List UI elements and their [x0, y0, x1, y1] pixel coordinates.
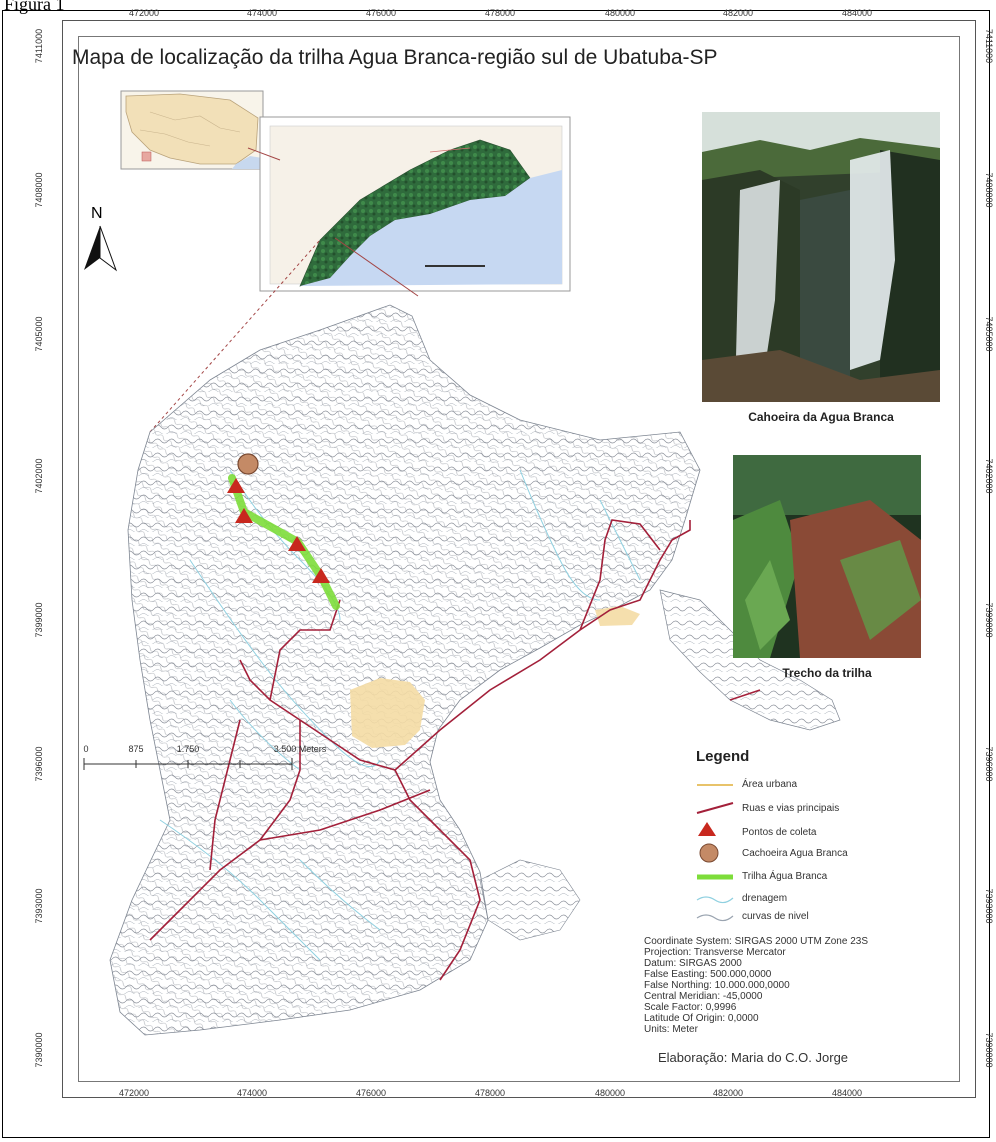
y-tick-right: 7405000 — [984, 316, 994, 352]
terrain-contours — [109, 304, 841, 1036]
map-title: Mapa de localização da trilha Agua Branc… — [72, 46, 718, 69]
waterfall-caption: Cahoeira da Agua Branca — [748, 410, 894, 424]
meta-coordinate-system: Coordinate System: SIRGAS 2000 UTM Zone … — [644, 936, 868, 947]
urban-areas — [350, 606, 640, 748]
state-inset-map — [120, 90, 264, 170]
neatline — [78, 36, 960, 1082]
legend-item-collection-points: Pontos de coleta — [742, 827, 817, 838]
x-tick-top: 480000 — [604, 8, 636, 18]
x-tick-top: 476000 — [365, 8, 397, 18]
municipality-inset-map — [259, 116, 571, 292]
north-label: N — [91, 205, 103, 222]
scale-label: 1.750 — [176, 744, 200, 754]
meta-units: Units: Meter — [644, 1024, 698, 1035]
y-tick-right: 7396000 — [984, 746, 994, 782]
collection-points — [227, 478, 330, 583]
meta-false-northing: False Northing: 10.000.000,0000 — [644, 980, 790, 991]
main-roads — [149, 519, 761, 981]
legend-item-waterfall: Cachoeira Agua Branca — [742, 848, 848, 859]
x-tick-bottom: 472000 — [118, 1088, 150, 1098]
x-tick-bottom: 484000 — [831, 1088, 863, 1098]
y-tick-right: 7411000 — [984, 28, 994, 64]
north-arrow-icon — [84, 225, 118, 272]
legend-title: Legend — [696, 748, 750, 765]
x-tick-top: 478000 — [484, 8, 516, 18]
x-tick-bottom: 480000 — [594, 1088, 626, 1098]
x-tick-bottom: 482000 — [712, 1088, 744, 1098]
meta-central-meridian: Central Meridian: -45,0000 — [644, 991, 763, 1002]
waterfall-photo — [702, 112, 940, 402]
legend-item-drainage: drenagem — [742, 893, 788, 904]
outer-frame — [2, 10, 990, 1138]
scale-label: 3.500 Meters — [273, 744, 327, 754]
x-tick-bottom: 476000 — [355, 1088, 387, 1098]
x-tick-top: 472000 — [128, 8, 160, 18]
legend-item-contours: curvas de nivel — [742, 911, 809, 922]
y-tick-right: 7408000 — [984, 172, 994, 208]
y-tick-right: 7399000 — [984, 602, 994, 638]
trail-caption: Trecho da trilha — [782, 666, 872, 680]
scale-bar — [83, 758, 293, 770]
y-tick-right: 7390000 — [984, 1032, 994, 1068]
map-credit: Elaboração: Maria do C.O. Jorge — [658, 1050, 849, 1065]
x-tick-bottom: 478000 — [474, 1088, 506, 1098]
meta-latitude-origin: Latitude Of Origin: 0,0000 — [644, 1013, 759, 1024]
legend-item-trail: Trilha Água Branca — [742, 871, 828, 882]
legend-item-urban: Área urbana — [742, 779, 798, 790]
meta-projection: Projection: Transverse Mercator — [644, 947, 786, 958]
x-tick-top: 482000 — [722, 8, 754, 18]
meta-datum: Datum: SIRGAS 2000 — [644, 958, 742, 969]
meta-scale-factor: Scale Factor: 0,9996 — [644, 1002, 737, 1013]
trail-photo — [733, 455, 921, 658]
meta-false-easting: False Easting: 500.000,0000 — [644, 969, 772, 980]
x-tick-top: 474000 — [246, 8, 278, 18]
waterfall-marker — [237, 453, 259, 475]
scale-label: 875 — [128, 744, 144, 754]
y-tick-right: 7393000 — [984, 888, 994, 924]
x-tick-top: 484000 — [841, 8, 873, 18]
y-tick-right: 7402000 — [984, 458, 994, 494]
x-tick-bottom: 474000 — [236, 1088, 268, 1098]
legend-symbols — [696, 784, 734, 922]
scale-label: 0 — [83, 744, 89, 754]
legend-item-roads: Ruas e vias principais — [742, 803, 840, 814]
